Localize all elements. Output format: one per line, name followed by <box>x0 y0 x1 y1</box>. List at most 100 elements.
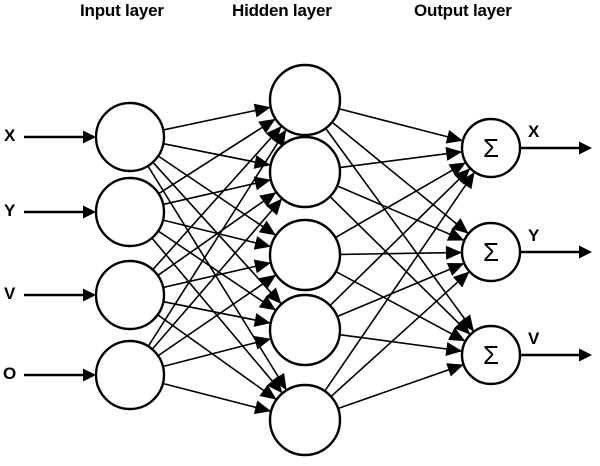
sigma-icon: Σ <box>483 237 499 267</box>
hidden-node-4[interactable] <box>268 293 342 367</box>
edge-input3-hidden3-arrowhead <box>253 259 271 274</box>
hidden-node-1[interactable] <box>268 63 342 137</box>
sigma-icon: Σ <box>483 133 499 163</box>
sigma-icon: Σ <box>483 340 499 370</box>
output-label-y: Y <box>528 226 540 245</box>
edge-hidden1-output3 <box>324 127 475 333</box>
output-node-2[interactable] <box>460 221 522 283</box>
edge-hidden2-output2 <box>336 185 465 242</box>
input-node-3[interactable] <box>94 259 166 331</box>
edge-group <box>147 106 476 413</box>
edge-hidden5-output3 <box>337 363 464 410</box>
edge-input1-hidden2 <box>163 142 271 166</box>
edge-input1-hidden5-arrowhead <box>272 372 287 391</box>
edge-hidden2-output1-arrowhead <box>445 146 463 161</box>
edge-hidden1-output1 <box>338 107 464 142</box>
hidden-node-2[interactable] <box>268 135 342 209</box>
input-label-x: X <box>4 126 16 145</box>
output-label-x: X <box>528 122 540 141</box>
edge-input1-hidden3 <box>157 155 277 237</box>
edge-hidden2-output3 <box>329 195 471 336</box>
edge-input2-hidden4-arrowhead <box>258 295 276 311</box>
edge-input4-hidden2-arrowhead <box>266 198 283 216</box>
hidden-layer-title: Hidden layer <box>232 1 332 20</box>
edge-hidden3-output2 <box>339 251 463 256</box>
edge-hidden5-output2-arrowhead <box>452 271 470 288</box>
edge-hidden3-output1 <box>334 161 467 239</box>
hidden-node-5[interactable] <box>268 383 342 457</box>
input-label-y: Y <box>4 201 16 220</box>
output-arrowhead-v <box>579 348 592 362</box>
edge-input1-hidden3-arrowhead <box>258 220 276 236</box>
edge-input2-hidden3-arrowhead <box>253 236 272 250</box>
edge-input1-hidden1-arrowhead <box>253 103 271 118</box>
output-label-v: V <box>528 329 540 348</box>
edge-hidden4-output2-arrowhead <box>446 262 465 276</box>
input-arrowhead-x <box>83 130 96 144</box>
edge-input3-hidden2 <box>157 191 277 277</box>
edge-hidden4-output2 <box>336 262 465 318</box>
edge-input1-hidden4-arrowhead <box>265 287 282 305</box>
edge-hidden5-output2 <box>330 270 471 398</box>
edge-input3-hidden5-arrowhead <box>259 384 277 400</box>
output-arrowhead-y <box>579 245 592 259</box>
input-node-1[interactable] <box>94 101 166 173</box>
edge-hidden2-output1 <box>339 150 463 169</box>
output-node-3[interactable] <box>460 324 522 386</box>
edge-input4-hidden2 <box>151 197 283 350</box>
input-node-4[interactable] <box>94 339 166 411</box>
edge-hidden5-output1-arrowhead <box>459 171 475 190</box>
edge-input3-hidden5 <box>157 314 277 401</box>
edge-hidden2-output3-arrowhead <box>454 318 471 335</box>
output-layer-title: Output layer <box>414 1 512 20</box>
edge-input4-hidden5-arrowhead <box>253 400 272 415</box>
edge-input4-hidden4-arrowhead <box>253 335 272 350</box>
edge-hidden1-output3-arrowhead <box>458 314 474 332</box>
edge-hidden5-output3-arrowhead <box>446 363 464 377</box>
edge-input3-hidden1 <box>152 125 283 271</box>
edge-input2-hidden5-arrowhead <box>266 376 283 394</box>
edge-hidden4-output3-arrowhead <box>445 342 463 356</box>
edge-hidden4-output1-arrowhead <box>453 168 471 185</box>
input-arrowhead-v <box>83 288 96 302</box>
edge-input1-hidden2-arrowhead <box>253 155 271 169</box>
edge-hidden1-output2-arrowhead <box>451 218 469 234</box>
hidden-node-3[interactable] <box>268 218 342 292</box>
edge-input3-hidden2-arrowhead <box>259 192 277 208</box>
edge-hidden2-output2-arrowhead <box>446 227 465 241</box>
edge-hidden4-output1 <box>329 167 471 307</box>
edge-input2-hidden1 <box>158 118 276 195</box>
input-arrowhead-y <box>83 205 96 219</box>
edge-hidden3-output3-arrowhead <box>448 327 466 342</box>
edge-input4-hidden3-arrowhead <box>258 274 277 290</box>
edge-hidden3-output2-arrowhead <box>445 245 463 260</box>
edge-input4-hidden5 <box>162 382 272 413</box>
io-arrow-group <box>24 130 592 382</box>
input-label-v: V <box>4 284 16 303</box>
edge-input2-hidden4 <box>157 230 277 312</box>
edge-input1-hidden1 <box>163 106 271 131</box>
edge-hidden1-output1-arrowhead <box>445 129 463 144</box>
node-group: Σ Σ Σ <box>94 63 522 457</box>
input-layer-title: Input layer <box>80 1 164 20</box>
edge-input2-hidden2-arrowhead <box>253 176 271 191</box>
input-label-o: O <box>3 364 17 383</box>
edge-input3-hidden1-arrowhead <box>265 126 282 143</box>
edge-hidden5-output1 <box>324 171 476 392</box>
edge-input4-hidden3 <box>157 274 277 357</box>
edge-input3-hidden4 <box>163 300 271 324</box>
edge-input4-hidden1-arrowhead <box>271 129 287 147</box>
arrowhead-group <box>253 103 475 415</box>
input-arrowhead-o <box>83 368 96 382</box>
output-arrowhead-x <box>579 141 592 155</box>
edge-hidden3-output3 <box>335 270 466 342</box>
input-node-2[interactable] <box>94 176 166 248</box>
edge-hidden4-output3 <box>339 333 463 352</box>
edge-input4-hidden4 <box>162 337 272 368</box>
edge-input3-hidden4-arrowhead <box>253 313 271 327</box>
edge-hidden3-output1-arrowhead <box>448 162 466 177</box>
output-node-1[interactable] <box>460 117 522 179</box>
edge-input2-hidden1-arrowhead <box>258 118 276 134</box>
